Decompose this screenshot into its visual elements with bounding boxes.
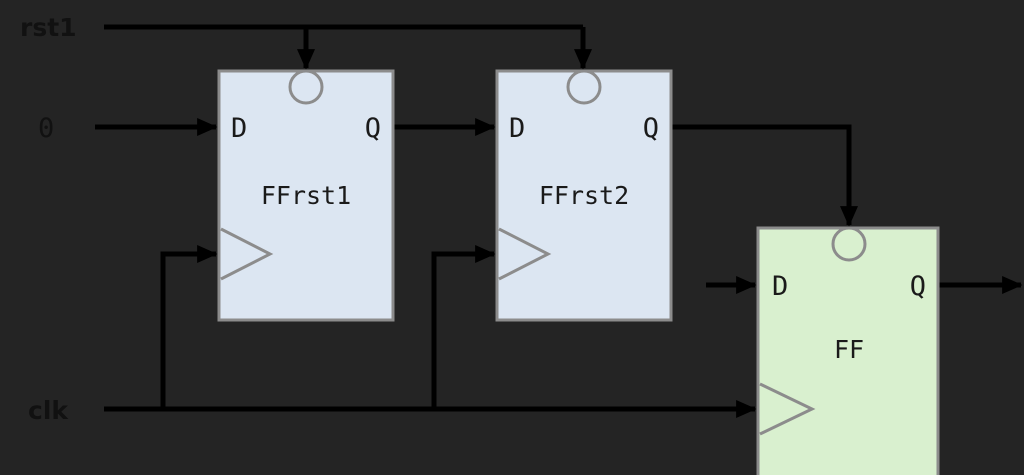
ff-q-port-label: Q [910,271,926,302]
net-rst1 [104,24,593,70]
ffrst1-clock-wedge-icon [220,227,274,281]
ffrst2-q-port-label: Q [643,113,659,144]
ffrst2-clock-wedge-icon [498,227,552,281]
ffrst2-d-port-label: D [509,113,525,144]
clk-branch-ffrst2-wire [431,244,496,409]
net-clk [104,244,757,419]
ffrst2q-to-ffrst-wire [671,124,859,227]
ffrst2-reset-bubble-icon [566,69,602,105]
ff-d-port-label: D [772,271,788,302]
ffrst2-body[interactable] [495,69,673,322]
block-ffrst1[interactable]: D Q FFrst1 [217,69,395,322]
ffrst1-reset-bubble-icon [288,69,324,105]
ffrst1-name-label: FFrst1 [261,181,351,210]
ffrst1-q-port-label: Q [365,113,381,144]
block-ff[interactable]: D Q FF [756,226,940,475]
block-ffrst2[interactable]: D Q FFrst2 [495,69,673,322]
clk-branch-ffrst1-wire [160,244,218,409]
ff-name-label: FF [834,335,864,364]
ff-clock-wedge-icon [759,382,816,436]
ff-body[interactable] [756,226,940,475]
ffrst1-d-port-label: D [231,113,247,144]
signal-label-rst1: rst1 [20,13,77,42]
ffrst2-name-label: FFrst2 [539,181,629,210]
signal-label-clk: clk [28,396,69,425]
net-ffrst2-q [671,124,859,227]
ff-reset-bubble-icon [831,226,867,262]
signal-label-zero: 0 [38,113,54,144]
